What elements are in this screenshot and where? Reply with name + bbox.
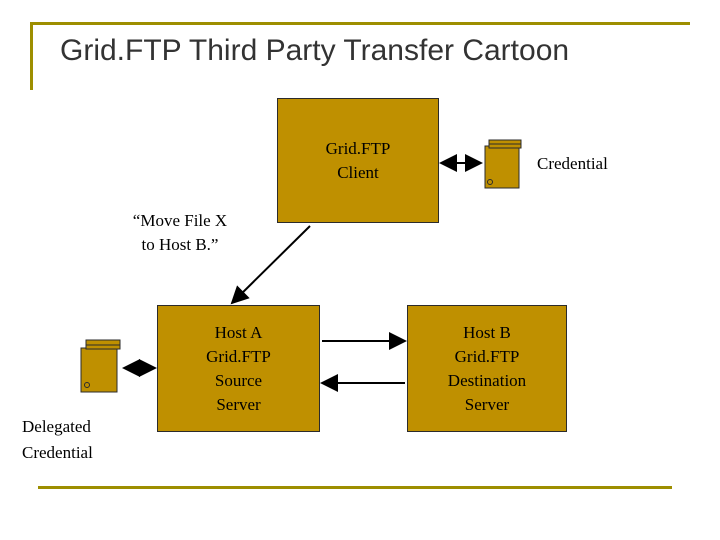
decorative-bottom-rule bbox=[38, 486, 672, 489]
page-title: Grid.FTP Third Party Transfer Cartoon bbox=[60, 34, 570, 67]
label-credential: Credential bbox=[537, 154, 608, 173]
label-move-file-quote: “Move File X to Host B.” bbox=[132, 211, 228, 254]
label-delegated-credential: Delegated Credential bbox=[22, 417, 93, 462]
box-gridftp-client: Grid.FTP Client bbox=[277, 98, 439, 223]
decorative-top-rule bbox=[30, 22, 690, 25]
delegated-credential-cylinder-icon bbox=[79, 338, 125, 394]
credential-cylinder-icon bbox=[483, 138, 525, 190]
box-host-b-destination-server: Host B Grid.FTP Destination Server bbox=[407, 305, 567, 432]
box-host-a-source-server: Host A Grid.FTP Source Server bbox=[157, 305, 320, 432]
decorative-left-rule bbox=[30, 22, 33, 90]
